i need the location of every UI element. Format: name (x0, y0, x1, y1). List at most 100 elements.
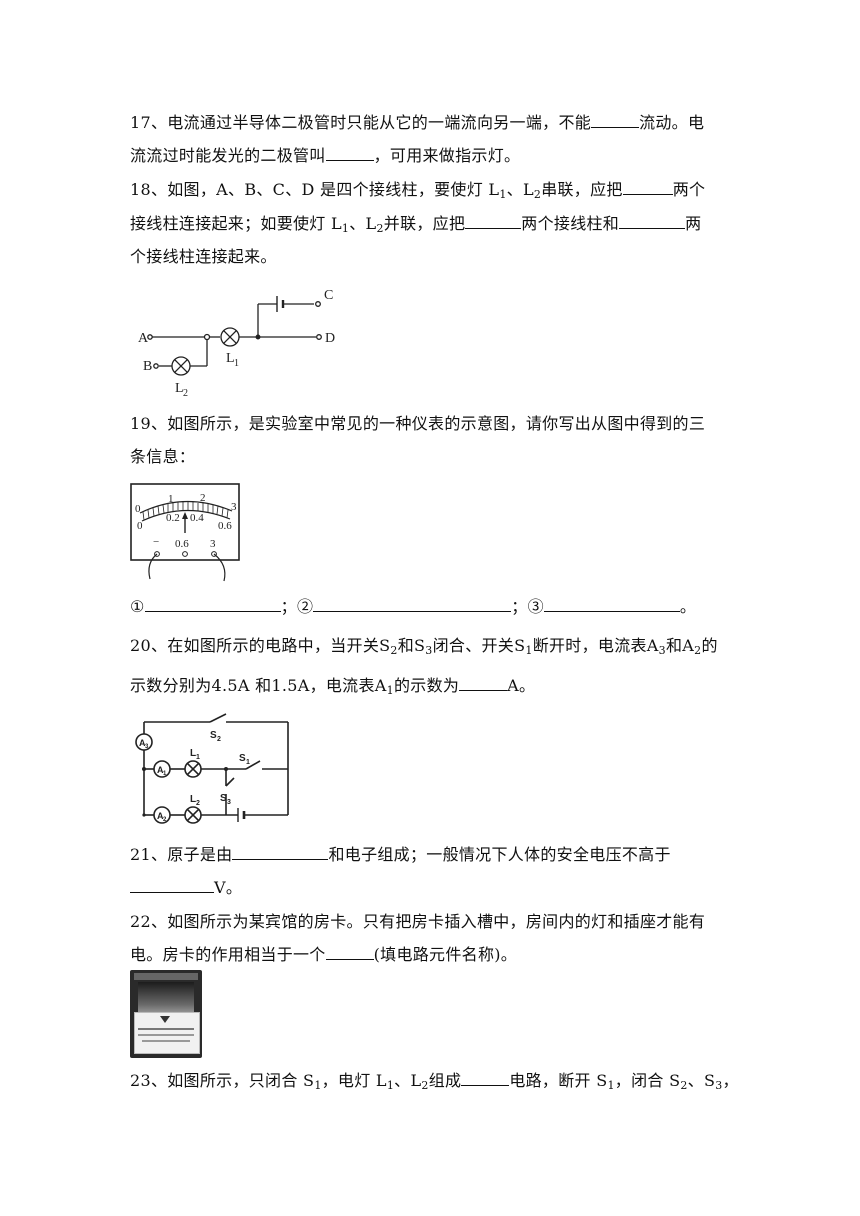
subscript: 1 (607, 1079, 615, 1092)
q19-text: 19、如图所示，是实验室中常见的一种仪表的示意图，请你写出从图中得到的三 (130, 414, 706, 433)
label-l1-sub: 1 (234, 358, 239, 369)
terminal-c (315, 301, 321, 307)
switch-s1-icon (245, 760, 261, 770)
scale-top-3: 3 (231, 501, 237, 513)
q22-blank[interactable] (325, 945, 374, 960)
label-s3: S (220, 793, 227, 804)
scale-bottom-3: 0.6 (218, 520, 232, 532)
label-a1: A (157, 765, 164, 775)
q21-blank-1[interactable] (232, 845, 329, 860)
q20-text: 的 (701, 636, 718, 655)
q21-blank-2[interactable] (130, 878, 214, 893)
q18-line3: 个接线柱连接起来。 (130, 247, 730, 267)
q21-line2: V。 (130, 878, 730, 898)
q20-text: A。 (507, 676, 536, 695)
label-a: A (138, 331, 149, 346)
q22-line1: 22、如图所示为某宾馆的房卡。只有把房卡插入槽中，房间内的灯和插座才能有 (130, 912, 730, 932)
subscript: 2 (376, 222, 384, 235)
lead-wire (213, 553, 226, 582)
q18-blank-1[interactable] (622, 180, 673, 195)
meter-scale (142, 502, 229, 521)
terminal-post (182, 551, 188, 557)
q19-blank-1[interactable] (144, 597, 281, 612)
label-s2: S (210, 730, 217, 741)
separator: ； (511, 597, 528, 616)
q18-text: 接线柱连接起来；如要使灯 L (130, 214, 342, 233)
subscript: 3 (715, 1079, 723, 1092)
q19-line1: 19、如图所示，是实验室中常见的一种仪表的示意图，请你写出从图中得到的三 (130, 414, 730, 434)
q19-line2: 条信息： (130, 447, 730, 467)
q20-line1: 20、在如图所示的电路中，当开关S2和S3闭合、开关S1断开时，电流表A3和A2… (130, 636, 730, 656)
label-s3-sub: 3 (227, 799, 231, 806)
subscript: 1 (314, 1079, 322, 1092)
q23-blank[interactable] (461, 1071, 510, 1086)
scale-bottom-0: 0 (137, 520, 143, 532)
subscript: 1 (386, 1079, 395, 1092)
subscript: 1 (386, 684, 394, 697)
q22-text: 电。房卡的作用相当于一个 (130, 945, 326, 964)
q19-blank-3[interactable] (543, 597, 680, 612)
q23-text: 23、如图所示，只闭合 S (130, 1071, 315, 1090)
q19-text: 条信息： (130, 447, 196, 466)
q23-text: 、L (394, 1071, 422, 1090)
q19-blank-2[interactable] (313, 597, 512, 612)
answer-marker-1: ① (130, 597, 145, 616)
junction (203, 333, 211, 341)
terminal-a (147, 334, 153, 340)
q18-text: 个接线柱连接起来。 (130, 247, 277, 266)
q17-blank-1[interactable] (591, 113, 640, 128)
label-d: D (325, 331, 335, 346)
subscript: 2 (390, 644, 398, 657)
terminal-d (316, 334, 322, 340)
q18-blank-2[interactable] (465, 214, 522, 229)
terminal-3: 3 (210, 538, 216, 550)
switch-s2-icon (209, 713, 227, 723)
label-a2: A (157, 811, 164, 821)
answer-marker-2: ② (296, 597, 314, 616)
answer-marker-3: ③ (527, 597, 544, 616)
q17-text: 17、电流通过半导体二极管时只能从它的一端流向另一端，不能 (130, 113, 592, 132)
q21-text: 21、原子是由 (130, 845, 233, 864)
q23-text: 电路，断开 S (509, 1071, 608, 1090)
q20-blank[interactable] (459, 676, 508, 691)
label-l1: L (226, 351, 235, 366)
q20-circuit-figure: S 2 S 1 S 3 L 1 L 2 A 3 A 1 A 2 (135, 713, 289, 824)
q17-text: 流动。电 (639, 113, 705, 132)
label-l2: L (190, 794, 196, 805)
subscript: 1 (499, 188, 507, 201)
scale-top-1: 1 (168, 493, 174, 505)
subscript: 1 (341, 222, 350, 235)
q17-text: ，可用来做指示灯。 (373, 146, 521, 165)
q20-text: 和S (397, 636, 426, 655)
q18-line1: 18、如图，A、B、C、D 是四个接线柱，要使灯 L1、L2串联，应把两个 (130, 180, 730, 200)
label-a3: A (139, 738, 146, 748)
q19-answer-line: ①；②；③。 (130, 597, 730, 617)
q23-line1: 23、如图所示，只闭合 S1，电灯 L1、L2组成电路，断开 S1，闭合 S2、… (130, 1071, 739, 1092)
scale-top-0: 0 (135, 503, 141, 515)
q18-text: 、L (506, 180, 534, 199)
label-s1-sub: 1 (246, 759, 250, 766)
separator: 。 (679, 597, 697, 616)
label-c: C (324, 288, 333, 303)
q17-blank-2[interactable] (325, 146, 374, 161)
label-l2: L (175, 381, 184, 396)
q18-blank-3[interactable] (619, 214, 686, 229)
q23-text: 、S (687, 1071, 716, 1090)
lead-wire (148, 553, 158, 580)
subscript: 1 (525, 644, 533, 657)
q20-text: 断开时，电流表A (532, 636, 659, 655)
q20-text: 的示数为 (393, 676, 460, 695)
scale-bottom-2: 0.4 (190, 512, 204, 524)
terminal-minus: − (153, 536, 159, 548)
q20-text: 20、在如图所示的电路中，当开关S (130, 636, 391, 655)
arrow-down-icon (160, 1016, 170, 1023)
q17-line1: 17、电流通过半导体二极管时只能从它的一端流向另一端，不能 流动。电 (130, 113, 730, 133)
label-l1-sub: 1 (196, 754, 200, 761)
label-l2-sub: 2 (183, 388, 188, 399)
separator: ； (280, 597, 297, 616)
label-b: B (143, 359, 152, 374)
q18-line2: 接线柱连接起来；如要使灯 L1、L2并联，应把两个接线柱和两 (130, 214, 730, 234)
subscript: 2 (694, 644, 702, 657)
